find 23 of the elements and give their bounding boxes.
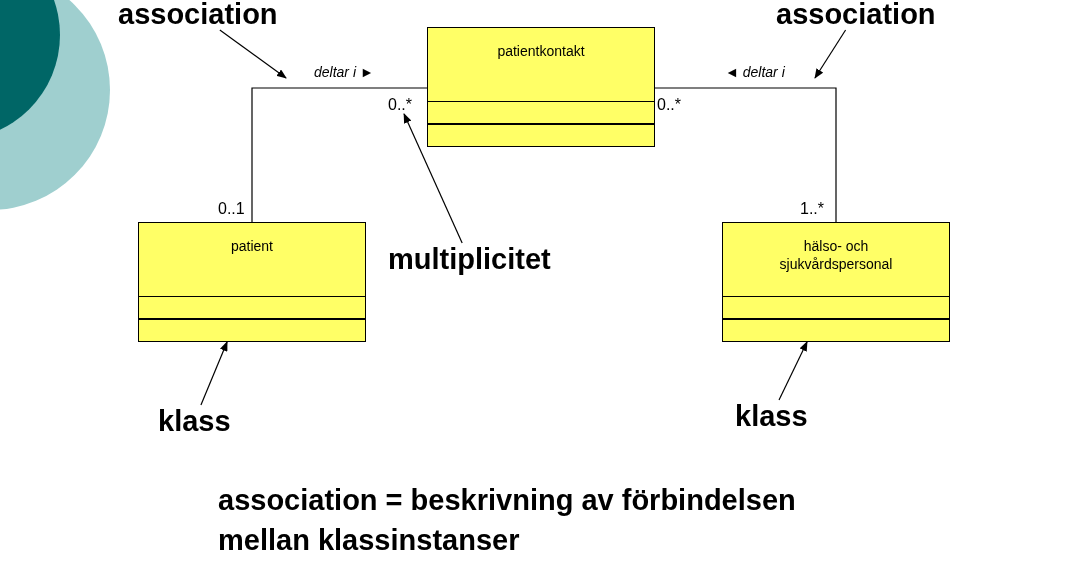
association-line bbox=[251, 87, 428, 223]
leader-line bbox=[403, 113, 463, 244]
class-name: hälso- och sjukvårdspersonal bbox=[778, 237, 894, 273]
class-box bbox=[138, 222, 366, 342]
definition-note: association = beskrivning av förbindelsen mellan klassinstanser bbox=[218, 483, 797, 558]
annotation-label: multiplicitet bbox=[388, 243, 551, 275]
multiplicity-label: 0..* bbox=[388, 96, 412, 114]
class-box bbox=[722, 222, 950, 342]
multiplicity-label: 1..* bbox=[800, 200, 824, 218]
leader-line bbox=[778, 341, 808, 401]
class-name: patient bbox=[230, 237, 273, 255]
annotation-label: klass bbox=[735, 400, 808, 432]
association-line bbox=[654, 87, 837, 223]
multiplicity-label: 0..* bbox=[657, 96, 681, 114]
leader-line bbox=[814, 29, 847, 79]
annotation-label: klass bbox=[158, 405, 231, 437]
leader-line bbox=[200, 341, 228, 406]
multiplicity-label: 0..1 bbox=[218, 200, 245, 218]
annotation-label: association bbox=[776, 0, 936, 30]
class-box bbox=[427, 27, 655, 147]
leader-line bbox=[219, 29, 287, 79]
class-name: patientkontakt bbox=[497, 42, 585, 60]
annotation-label: association bbox=[118, 0, 278, 30]
